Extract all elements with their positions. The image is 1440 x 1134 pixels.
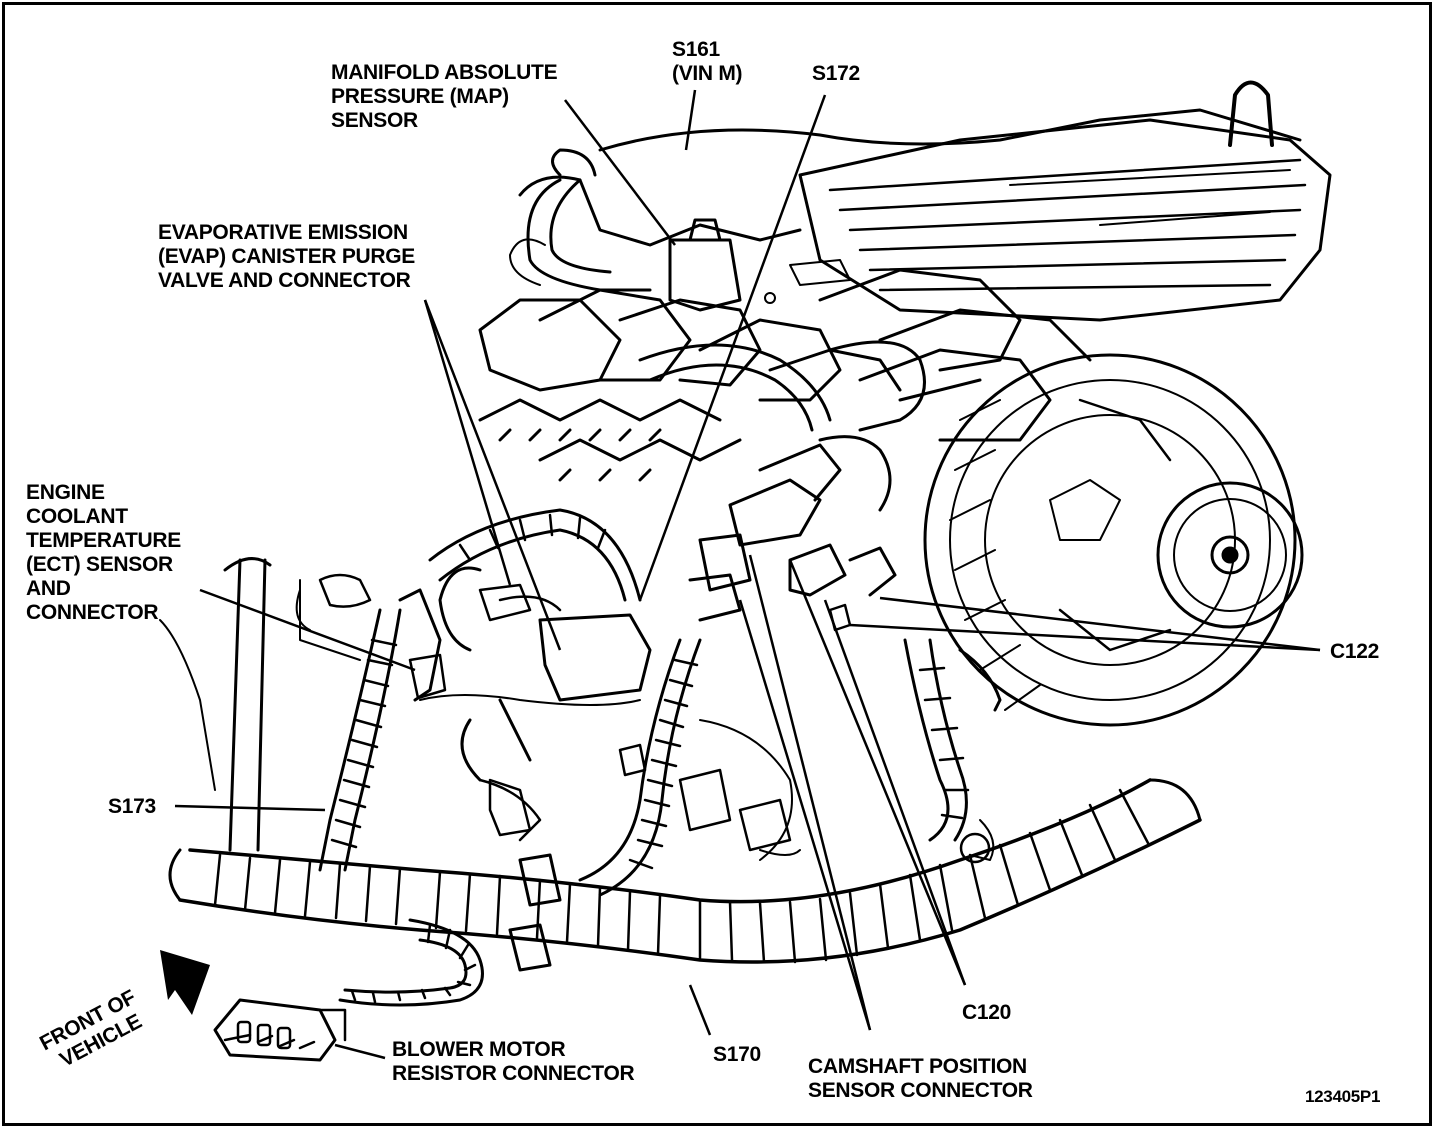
label-s170: S170 [713, 1043, 761, 1066]
leader-s170 [688, 984, 712, 1036]
label-s173: S173 [108, 795, 156, 818]
label-blower: BLOWER MOTOR RESISTOR CONNECTOR [392, 1038, 635, 1085]
label-s172: S172 [812, 62, 860, 85]
leader-cam-1 [738, 599, 872, 1031]
leader-blower [334, 1043, 386, 1060]
leader-ect [199, 588, 416, 672]
leader-s172 [638, 94, 827, 601]
label-c122: C122 [1330, 640, 1380, 663]
blower-connector [213, 998, 347, 1062]
ect-sensor [398, 588, 442, 702]
figure-id: 123405P1 [1305, 1087, 1381, 1106]
connector-c120 [728, 478, 822, 547]
leader-s161 [684, 89, 697, 151]
label-camshaft: CAMSHAFT POSITION SENSOR CONNECTOR [808, 1055, 1033, 1102]
label-s161: S161 (VIN M) [672, 38, 743, 85]
leader-evap-2 [423, 299, 562, 651]
valve-cover [798, 118, 1332, 322]
intake-plenum [598, 108, 1302, 152]
leader-c122-2 [849, 623, 1321, 652]
leader-c122-1 [879, 596, 1321, 652]
leader-c120-1 [788, 559, 967, 986]
label-evap: EVAPORATIVE EMISSION (EVAP) CANISTER PUR… [158, 221, 416, 292]
leader-cam-2 [748, 554, 872, 1031]
leader-s173 [174, 804, 326, 812]
front-arrow-icon [160, 950, 210, 1015]
harness-center [578, 638, 702, 897]
leader-c120-2 [823, 599, 967, 986]
leader-map [564, 99, 676, 246]
leader-evap-1 [423, 299, 512, 586]
label-c120: C120 [962, 1001, 1012, 1024]
blower-harness [338, 918, 484, 1007]
heater-hose [526, 178, 652, 292]
label-map-sensor: MANIFOLD ABSOLUTE PRESSURE (MAP) SENSOR [331, 61, 558, 132]
lift-ring [1228, 80, 1274, 147]
connector-evap [538, 613, 652, 702]
label-ect: ENGINE COOLANT TEMPERATURE (ECT) SENSOR … [26, 481, 181, 624]
alternator-pulley [1156, 481, 1304, 629]
